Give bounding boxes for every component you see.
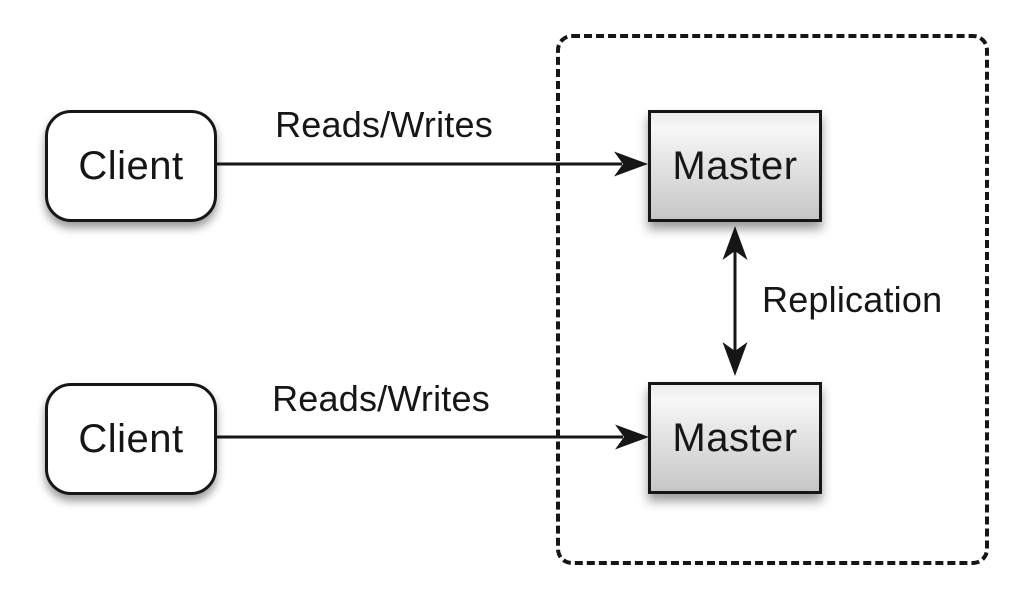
node-master-top: Master: [648, 110, 822, 222]
node-client-bottom-label: Client: [78, 416, 184, 461]
node-master-bottom: Master: [648, 382, 822, 494]
node-master-top-label: Master: [672, 143, 798, 188]
edge-label-replication: Replication: [762, 279, 943, 320]
edge-label-reads-writes-bottom: Reads/Writes: [272, 378, 490, 419]
edge-label-reads-writes-top: Reads/Writes: [275, 104, 493, 145]
node-master-bottom-label: Master: [672, 415, 798, 460]
node-client-top: Client: [45, 110, 217, 222]
node-client-bottom: Client: [45, 383, 217, 495]
node-client-top-label: Client: [78, 143, 184, 188]
dashed-boundary-box: [556, 34, 989, 565]
